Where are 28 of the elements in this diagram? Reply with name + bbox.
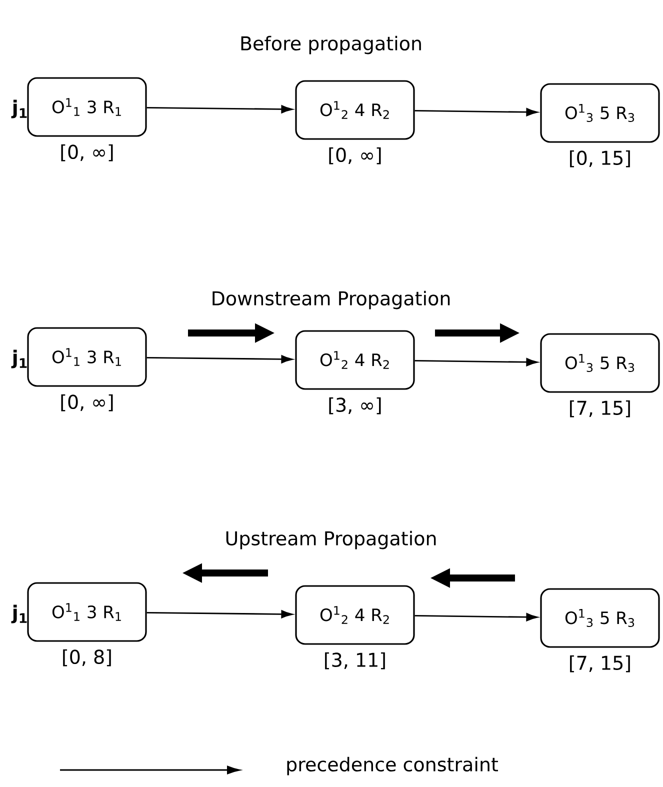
legend-text: precedence constraint xyxy=(287,756,498,776)
interval-label: [7, 15] xyxy=(570,655,630,672)
operation-box: O$^{1}$$_{3}$ 5 R$_{3}$ xyxy=(540,333,660,393)
section-heading: Before propagation xyxy=(241,36,421,54)
operation-box: O$^{1}$$_{1}$ 3 R$_{1}$ xyxy=(27,77,147,137)
operation-box: O$^{1}$$_{2}$ 4 R$_{2}$ xyxy=(295,80,415,140)
arrow xyxy=(414,613,538,622)
arrow xyxy=(146,355,293,364)
arrow xyxy=(146,105,293,114)
section-heading: Downstream Propagation xyxy=(212,290,450,310)
interval-label: [0, ∞] xyxy=(61,144,113,162)
interval-label: [0, ∞] xyxy=(329,147,381,164)
interval-label: [3, ∞] xyxy=(329,397,381,414)
interval-label: [0, ∞] xyxy=(61,394,113,412)
arrow xyxy=(146,610,293,618)
interval-label: [7, 15] xyxy=(570,400,630,418)
section-heading: Upstream Propagation xyxy=(226,530,436,550)
arrow xyxy=(414,108,538,116)
operation-box: O$^{1}$$_{2}$ 4 R$_{2}$ xyxy=(295,585,415,645)
operation-box: O$^{1}$$_{1}$ 3 R$_{1}$ xyxy=(27,582,147,642)
operation-box: O$^{1}$$_{3}$ 5 R$_{3}$ xyxy=(540,588,660,648)
operation-box: O$^{1}$$_{3}$ 5 R$_{3}$ xyxy=(540,83,660,143)
arrow xyxy=(414,358,538,366)
interval-label: [3, 11] xyxy=(325,652,385,670)
interval-label: [0, 8] xyxy=(63,649,111,666)
interval-label: [0, 15] xyxy=(570,150,630,168)
operation-box: O$^{1}$$_{2}$ 4 R$_{2}$ xyxy=(295,330,415,390)
operation-box: O$^{1}$$_{1}$ 3 R$_{1}$ xyxy=(27,327,147,387)
